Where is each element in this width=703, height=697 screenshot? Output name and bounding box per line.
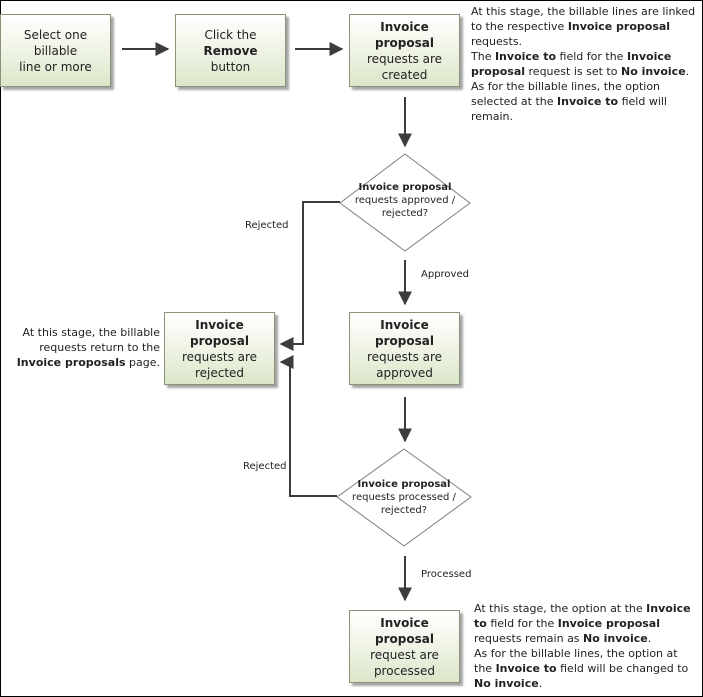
- step-rejected-line2: requests are: [181, 349, 258, 364]
- decision-processing-label: Invoice proposal requests processed / re…: [349, 478, 459, 517]
- step-proposals-processed: Invoice proposal request are processed: [349, 610, 460, 683]
- step-created-line3: created: [381, 67, 428, 82]
- note-proposals-rejected: At this stage, the billable requests ret…: [16, 326, 160, 369]
- step-proposals-rejected: Invoice proposal requests are rejected: [164, 312, 275, 385]
- step-approved-title: Invoice proposal: [375, 317, 434, 348]
- step-rejected-line3: rejected: [194, 365, 245, 380]
- step-created-title: Invoice proposal: [375, 19, 434, 50]
- step-remove-line1: Click the Remove: [203, 27, 258, 58]
- decision-processing-title: Invoice proposal: [357, 479, 451, 490]
- step-proposals-approved: Invoice proposal requests are approved: [349, 312, 460, 385]
- edge-label-rejected-1: Rejected: [245, 220, 289, 231]
- step-select-billable-lines: Select one billable line or more: [0, 14, 111, 87]
- note-proposals-processed: At this stage, the option at the Invoice…: [474, 602, 691, 690]
- edge-label-approved: Approved: [421, 269, 469, 280]
- note-proposals-created: At this stage, the billable lines are li…: [471, 5, 696, 123]
- decision-approval-title: Invoice proposal: [358, 182, 452, 193]
- step-proposals-created: Invoice proposal requests are created: [349, 14, 460, 87]
- decision-processing-line2: requests processed /: [352, 492, 456, 503]
- decision-diamond-approval: [339, 153, 471, 252]
- step-approved-line2: requests are: [366, 349, 443, 364]
- edge-label-processed: Processed: [421, 569, 472, 580]
- step-select-line1: Select one billable: [23, 27, 88, 58]
- step-processed-title: Invoice proposal: [375, 615, 434, 646]
- step-rejected-title: Invoice proposal: [190, 317, 249, 348]
- decision-approval-line3: rejected?: [381, 208, 429, 219]
- decision-approval-line2: requests approved /: [354, 195, 456, 206]
- decision-diamond-processing: [336, 448, 472, 547]
- step-created-line2: requests are: [366, 51, 443, 66]
- decision-approval-label: Invoice proposal requests approved / rej…: [350, 181, 460, 220]
- arrow-decision2-rejected: [279, 355, 337, 497]
- decision-processing-line3: rejected?: [380, 505, 428, 516]
- step-select-line2: line or more: [19, 59, 92, 74]
- step-approved-line3: approved: [376, 365, 433, 380]
- step-remove-line2: button: [210, 59, 251, 74]
- arrow-decision1-rejected: [279, 201, 340, 351]
- step-processed-line3: processed: [373, 663, 436, 678]
- step-processed-line2: request are: [370, 647, 439, 662]
- edge-label-rejected-2: Rejected: [243, 461, 287, 472]
- step-click-remove: Click the Remove button: [175, 14, 286, 87]
